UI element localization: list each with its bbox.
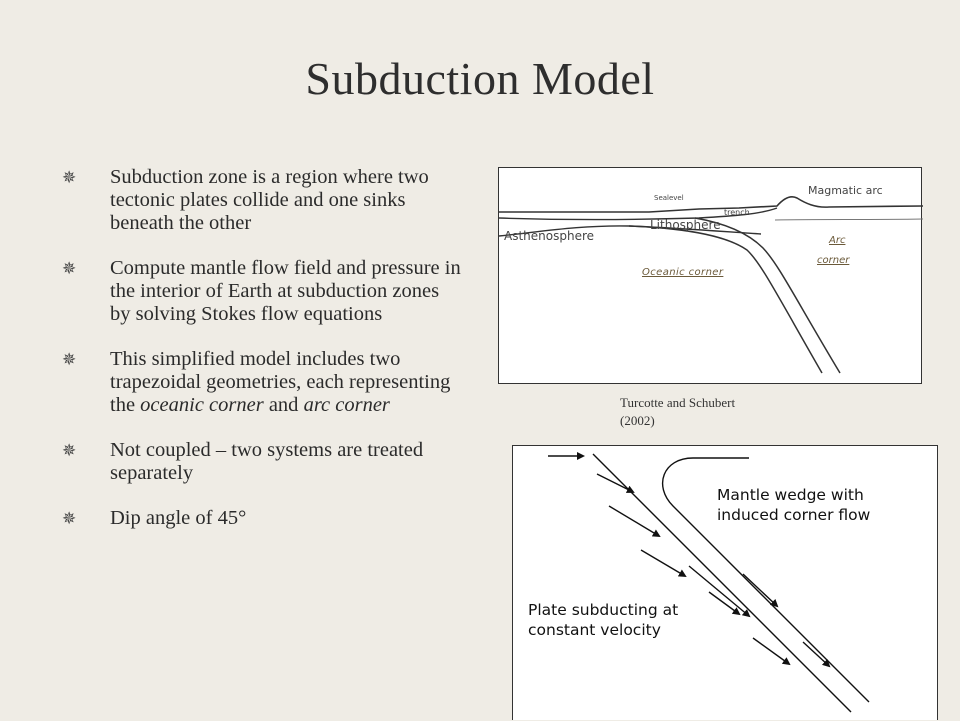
arc-corner-label: Arc — [829, 235, 846, 246]
mantle-wedge-label: Mantle wedge with induced corner flow — [717, 485, 870, 525]
cross-section-drawing — [499, 196, 923, 374]
star-bullet-icon: ✵ — [62, 509, 77, 529]
figure-caption: Turcotte and Schubert (2002) — [620, 394, 735, 430]
bullet-item: ✵ Compute mantle flow field and pressure… — [62, 257, 462, 326]
star-bullet-icon: ✵ — [62, 441, 77, 461]
bullet-text: Not coupled – two systems are treated se… — [110, 439, 424, 484]
velocity-arrow — [752, 637, 791, 666]
surface-line — [499, 196, 923, 213]
bullet-text: Dip angle of 45° — [110, 507, 247, 529]
bullet-text: Compute mantle flow field and pressure i… — [110, 257, 461, 325]
star-bullet-icon: ✵ — [62, 259, 77, 279]
velocity-arrow — [802, 641, 831, 668]
caption-line: (2002) — [620, 413, 655, 428]
slide-title: Subduction Model — [305, 53, 655, 104]
arc-corner-label: corner — [817, 255, 850, 266]
mantle-wedge-label-line: Mantle wedge with — [717, 486, 864, 504]
trench-label: trench — [724, 208, 750, 217]
slab-upper-surface — [694, 217, 841, 374]
bullet-text-part: and — [263, 394, 304, 416]
velocity-arrow — [742, 573, 779, 608]
bullet-text: Subduction zone is a region where two te… — [110, 166, 429, 234]
asthenosphere-label: Asthenosphere — [504, 229, 595, 243]
corner-flow-drawing — [548, 452, 870, 713]
velocity-arrow — [596, 473, 635, 493]
slab-top-line — [592, 453, 852, 713]
corner-flow-figure: Mantle wedge with induced corner flow Pl… — [512, 445, 938, 720]
mantle-wedge-label-line: induced corner flow — [717, 506, 871, 524]
mantle-wedge-curve — [662, 457, 870, 703]
sealevel-label: Sealevel — [654, 194, 684, 202]
velocity-arrow — [708, 591, 741, 616]
plate-label-line: Plate subducting at — [528, 601, 679, 619]
bullet-item: ✵ Dip angle of 45° — [62, 507, 462, 530]
bullet-text-part: This simplified model includes two trape… — [110, 348, 451, 416]
bullet-list: ✵ Subduction zone is a region where two … — [62, 166, 462, 552]
overriding-plate-base — [774, 218, 923, 221]
subduction-cross-section-figure: Magmatic arc Sealevel trench Lithosphere… — [498, 167, 923, 384]
velocity-arrow — [640, 549, 687, 578]
arc-corner-term: arc corner — [303, 394, 390, 416]
velocity-arrow — [608, 505, 661, 538]
plate-subducting-label: Plate subducting at constant velocity — [528, 600, 678, 640]
plate-label-line: constant velocity — [528, 621, 661, 639]
oceanic-corner-term: oceanic corner — [140, 394, 264, 416]
slab-lower-surface — [628, 225, 823, 374]
bullet-item: ✵ Subduction zone is a region where two … — [62, 166, 462, 235]
oceanic-corner-label: Oceanic corner — [642, 267, 724, 278]
lithosphere-top — [499, 207, 778, 221]
bullet-item: ✵ This simplified model includes two tra… — [62, 348, 462, 417]
bullet-text: This simplified model includes two trape… — [110, 348, 450, 416]
star-bullet-icon: ✵ — [62, 350, 77, 370]
lithosphere-label: Lithosphere — [650, 218, 721, 232]
bullet-item: ✵ Not coupled – two systems are treated … — [62, 439, 462, 485]
caption-line: Turcotte and Schubert — [620, 395, 736, 410]
star-bullet-icon: ✵ — [62, 168, 77, 188]
magmatic-arc-label: Magmatic arc — [808, 184, 883, 197]
